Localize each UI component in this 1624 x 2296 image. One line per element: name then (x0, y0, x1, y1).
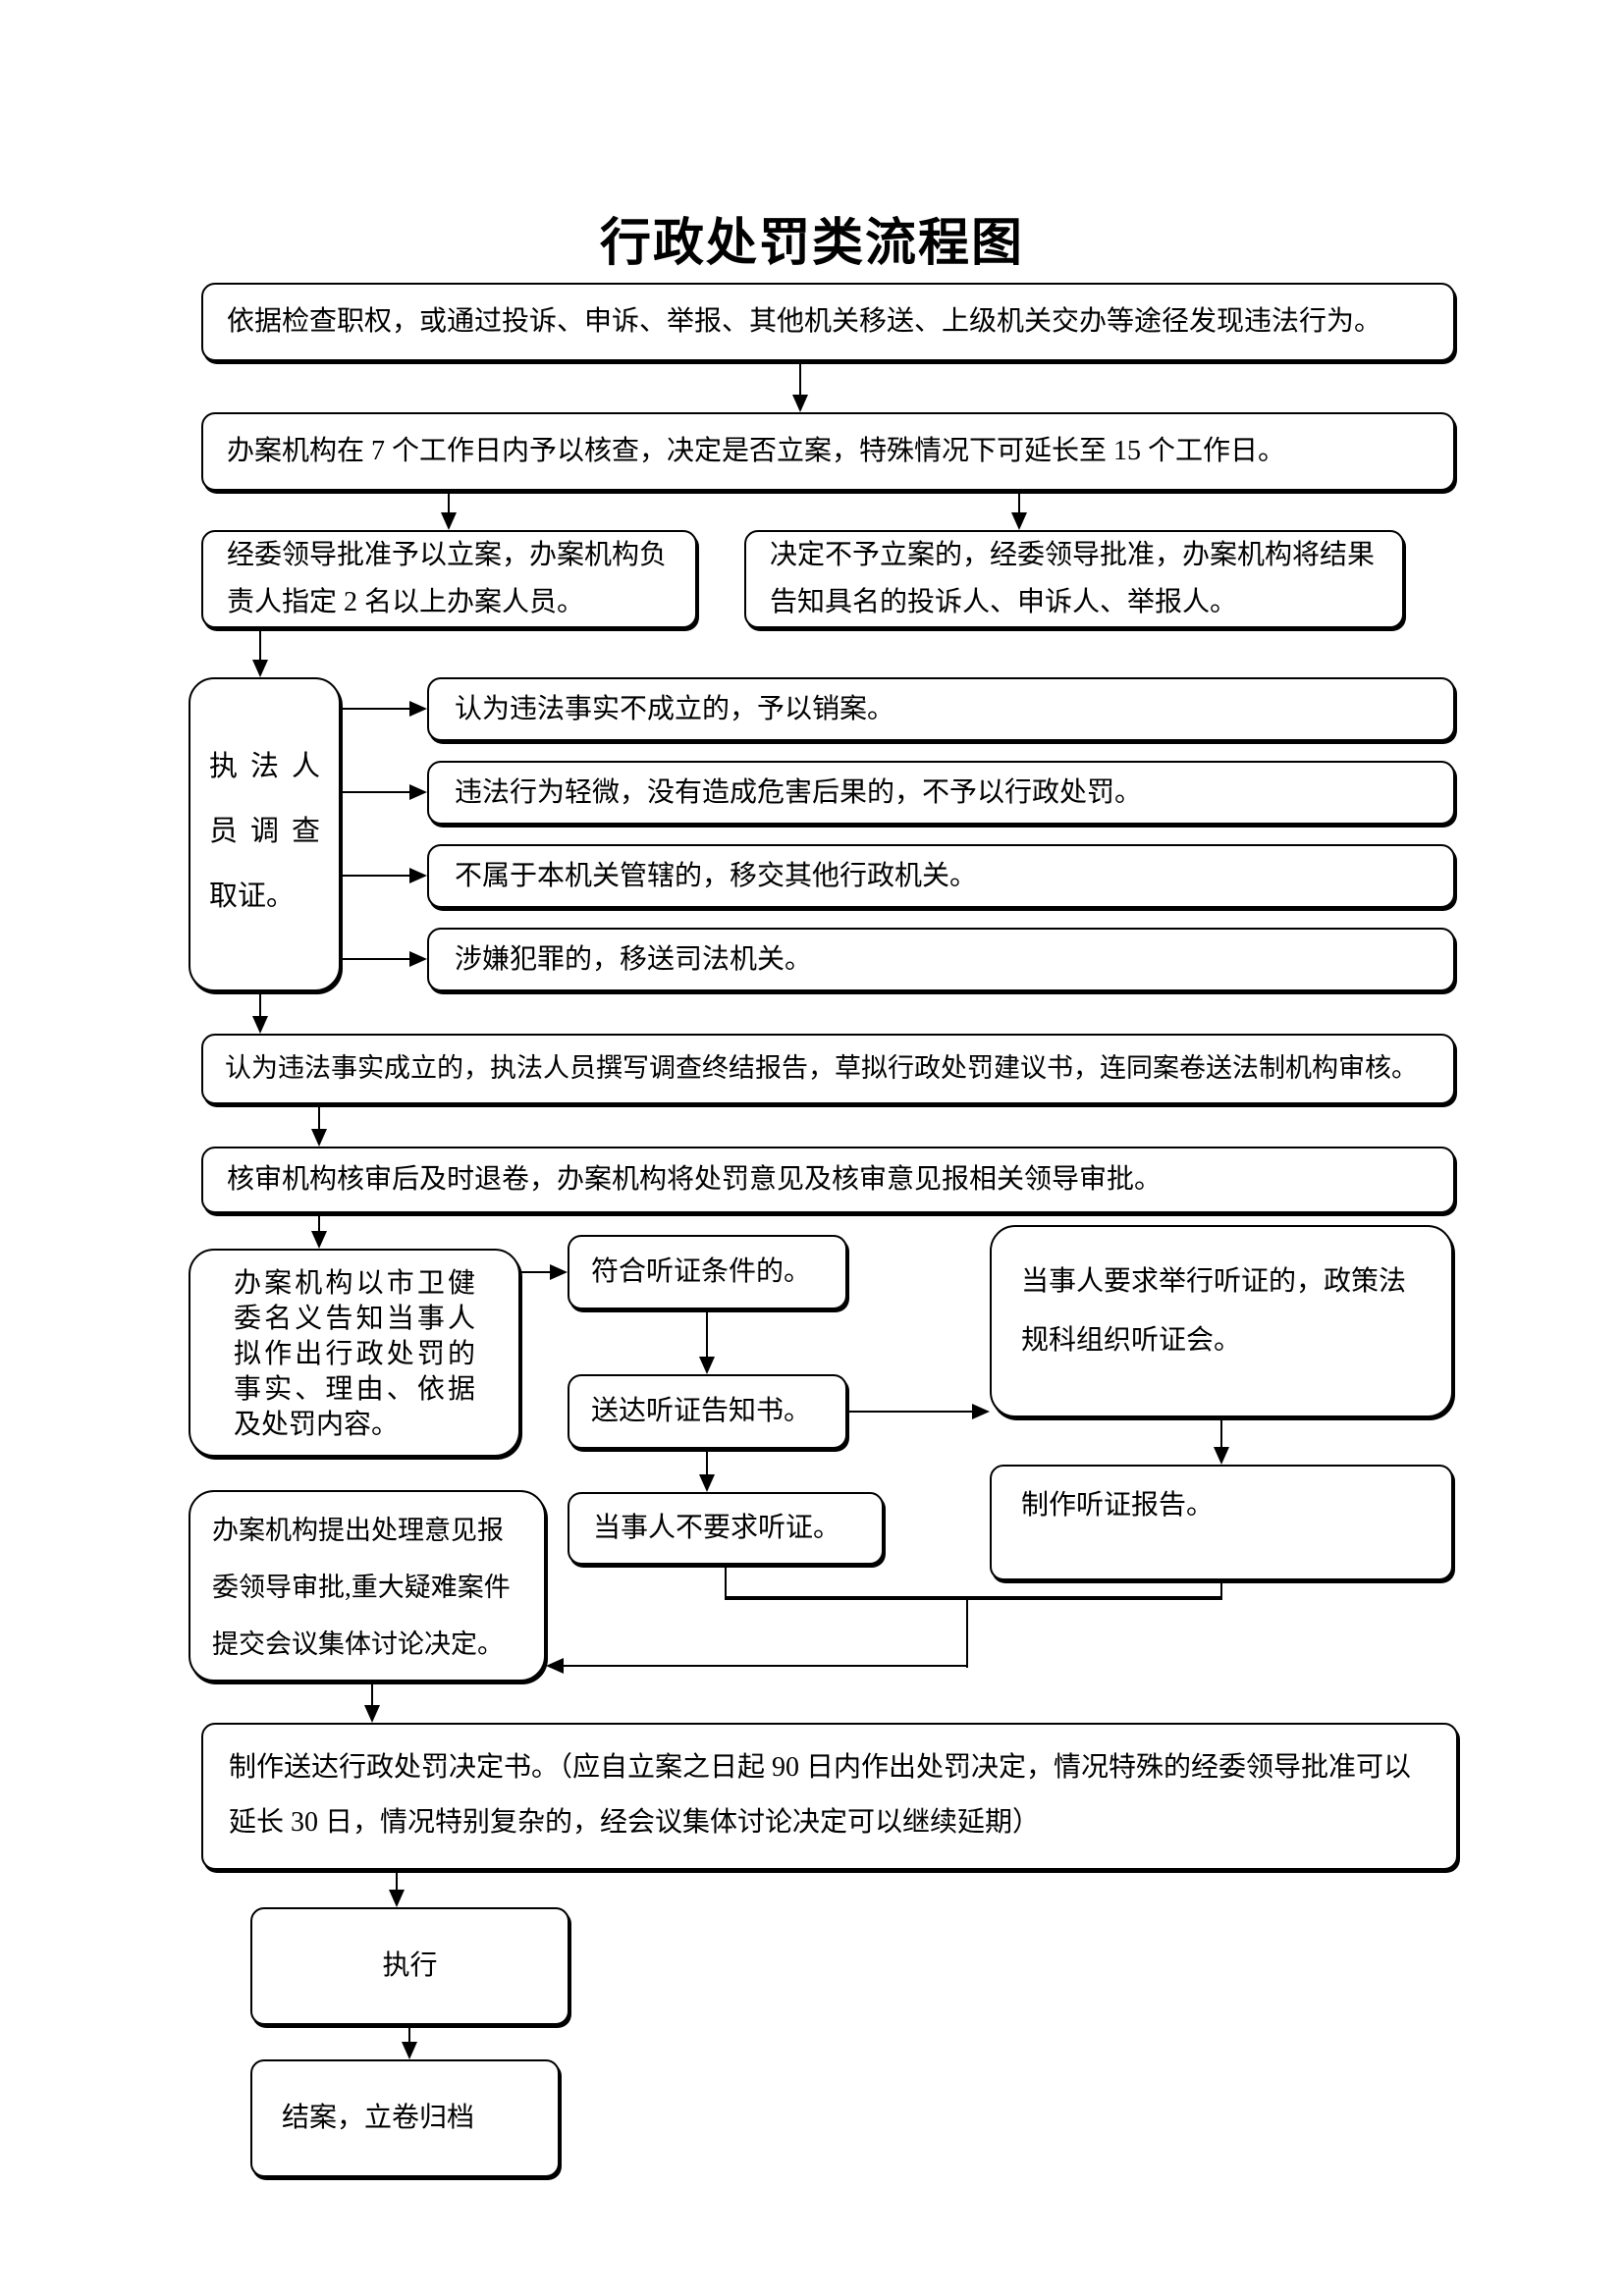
flow-node-close-no-violation: 认为违法事实不成立的，予以销案。 (427, 677, 1455, 741)
arrow-merge-to-opinion-line (564, 1665, 967, 1667)
arrow-merge-to-opinion-head (546, 1658, 564, 1674)
arrow-check-to-file-head (441, 512, 457, 530)
arrow-eligible-to-serve-line (706, 1309, 708, 1357)
arrow-hearing-to-report-head (1214, 1447, 1229, 1465)
arrow-report-to-review-head (311, 1129, 327, 1147)
flow-node-preliminary-check: 办案机构在 7 个工作日内予以核查，决定是否立案，特殊情况下可延长至 15 个工… (201, 412, 1455, 491)
arrow-serve-to-nohearing-head (699, 1474, 715, 1492)
arrow-notify-to-eligible-line (520, 1271, 550, 1273)
arrow-discover-to-check-head (792, 395, 808, 412)
arrow-eligible-to-serve-head (699, 1357, 715, 1374)
arrow-investigate-to-admin-head (409, 868, 427, 883)
flow-node-no-file-case: 决定不予立案的，经委领导批准，办案机构将结果告知具名的投诉人、申诉人、举报人。 (744, 530, 1404, 628)
flow-node-minor-no-penalty: 违法行为轻微，没有造成危害后果的，不予以行政处罚。 (427, 761, 1455, 825)
flow-node-notify-party: 办案机构以市卫健委名义告知当事人拟作出行政处罚的事实、理由、依据及处罚内容。 (189, 1249, 520, 1457)
arrow-investigate-to-judicial-head (409, 951, 427, 967)
flow-node-hearing-report: 制作听证报告。 (990, 1465, 1453, 1580)
flow-node-close-archive: 结案，立卷归档 (250, 2059, 560, 2177)
arrow-serve-to-nohearing-line (706, 1449, 708, 1474)
flow-node-transfer-other-admin: 不属于本机关管辖的，移交其他行政机关。 (427, 844, 1455, 908)
flow-node-propose-opinion: 办案机构提出处理意见报委领导审批,重大疑难案件提交会议集体讨论决定。 (189, 1490, 546, 1682)
arrow-review-to-notify-line (318, 1213, 320, 1231)
flow-node-serve-hearing-notice: 送达听证告知书。 (568, 1374, 847, 1449)
flow-node-hearing-eligible: 符合听证条件的。 (568, 1235, 847, 1309)
arrow-notify-to-eligible-head (550, 1264, 568, 1280)
arrow-execute-to-close-line (408, 2025, 410, 2042)
arrow-investigate-to-minor-line (341, 791, 409, 793)
arrow-investigate-to-minor-head (409, 784, 427, 800)
arrow-investigate-to-close-line (341, 708, 409, 710)
arrow-check-to-nofile-line (1018, 491, 1020, 512)
flow-node-decision-letter: 制作送达行政处罚决定书。（应自立案之日起 90 日内作出处罚决定，情况特殊的经委… (201, 1723, 1458, 1870)
connector-nohearing-down-line (725, 1565, 727, 1600)
arrow-investigate-to-report-head (252, 1016, 268, 1034)
arrow-hearing-to-report-line (1220, 1417, 1222, 1447)
arrow-investigate-to-report-line (259, 991, 261, 1016)
page-title: 行政处罚类流程图 (599, 215, 1024, 272)
arrow-serve-to-hearing-line (847, 1411, 972, 1413)
connector-merge-down-line (966, 1600, 968, 1668)
arrow-review-to-notify-head (311, 1231, 327, 1249)
flow-node-no-hearing-request: 当事人不要求听证。 (568, 1492, 884, 1565)
flow-node-transfer-judicial: 涉嫌犯罪的，移送司法机关。 (427, 928, 1455, 991)
arrow-decision-to-execute-head (389, 1890, 405, 1907)
arrow-file-to-investigate-head (252, 660, 268, 677)
arrow-investigate-to-judicial-line (341, 958, 409, 960)
arrow-serve-to-hearing-head (972, 1404, 990, 1419)
arrow-decision-to-execute-line (396, 1870, 398, 1890)
connector-merge-horizontal-line (725, 1596, 1222, 1600)
flow-node-investigate: 执法人员调查取证。 (189, 677, 341, 991)
arrow-investigate-to-admin-line (341, 875, 409, 877)
connector-hearingreport-down-line (1220, 1580, 1222, 1600)
arrow-check-to-nofile-head (1011, 512, 1027, 530)
arrow-report-to-review-line (318, 1104, 320, 1129)
flow-node-discover: 依据检查职权，或通过投诉、申诉、举报、其他机关移送、上级机关交办等途径发现违法行… (201, 283, 1455, 361)
flow-node-review-return: 核审机构核审后及时退卷，办案机构将处罚意见及核审意见报相关领导审批。 (201, 1147, 1455, 1213)
arrow-investigate-to-close-head (409, 701, 427, 717)
arrow-discover-to-check-line (799, 361, 801, 395)
arrow-check-to-file-line (448, 491, 450, 512)
flow-node-report-to-legal: 认为违法事实成立的，执法人员撰写调查终结报告，草拟行政处罚建议书，连同案卷送法制… (201, 1034, 1455, 1104)
flow-node-execute: 执行 (250, 1907, 569, 2025)
flow-node-hold-hearing: 当事人要求举行听证的，政策法规科组织听证会。 (990, 1225, 1453, 1417)
arrow-file-to-investigate-line (259, 628, 261, 660)
arrow-opinion-to-decision-head (364, 1705, 380, 1723)
flow-node-file-case: 经委领导批准予以立案，办案机构负责人指定 2 名以上办案人员。 (201, 530, 697, 628)
arrow-execute-to-close-head (402, 2042, 417, 2059)
arrow-opinion-to-decision-line (371, 1682, 373, 1705)
